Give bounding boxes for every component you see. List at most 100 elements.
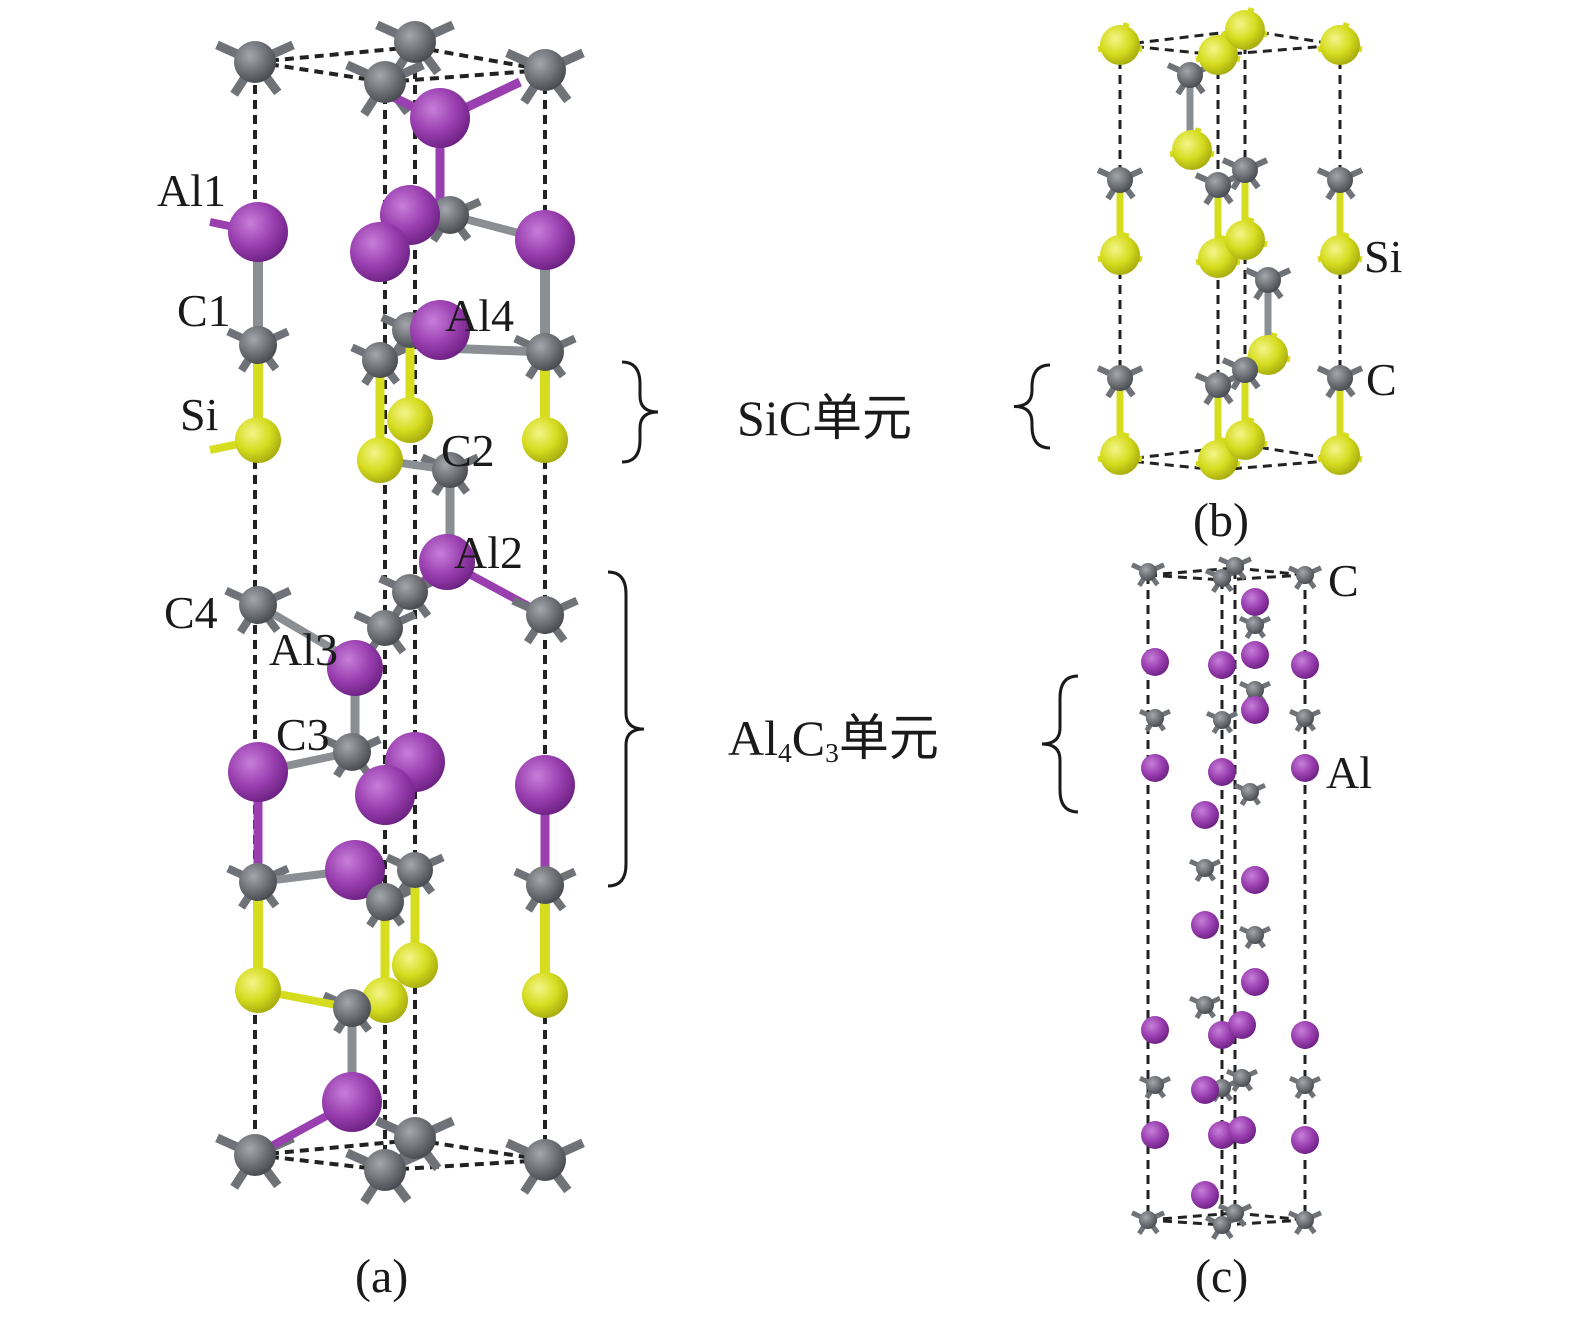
- c-atom: [364, 61, 406, 103]
- cell-edge: [1147, 573, 1223, 582]
- c-atom: [364, 1149, 406, 1191]
- label-c-b: C: [1366, 354, 1397, 405]
- al-atom: [1141, 754, 1169, 782]
- brace: [607, 570, 645, 888]
- al-atom: [1291, 651, 1319, 679]
- al-atom: [410, 300, 470, 360]
- al-atom: [1141, 1016, 1169, 1044]
- c-atom: [526, 596, 564, 634]
- label-al4c3-unit: Al4C3单元: [728, 710, 939, 768]
- cell-edge: [414, 45, 546, 72]
- cell-edge: [1119, 28, 1246, 47]
- brace: [621, 360, 659, 464]
- al-atom: [410, 88, 470, 148]
- c-atom: [1296, 566, 1314, 584]
- c-atom: [1226, 1204, 1244, 1222]
- al-atom: [1191, 801, 1219, 829]
- c-atom: [1146, 709, 1164, 727]
- c-atom: [239, 586, 277, 624]
- label-c1: C1: [177, 285, 231, 336]
- label-al3: Al3: [269, 624, 338, 675]
- al-atom: [1241, 696, 1269, 724]
- c-atom: [1327, 167, 1353, 193]
- label-c-c: C: [1328, 555, 1359, 606]
- label-c4: C4: [164, 587, 218, 638]
- si-atom: [235, 417, 281, 463]
- c-atom: [397, 852, 433, 888]
- al-atom: [515, 210, 575, 270]
- al-atom: [1191, 1076, 1219, 1104]
- c-atom: [1213, 711, 1231, 729]
- al-atom: [322, 1072, 382, 1132]
- al-atom: [355, 765, 415, 825]
- c-atom: [333, 989, 371, 1027]
- atoms: [228, 10, 1360, 1234]
- c-atom: [1139, 1211, 1157, 1229]
- al-atom: [327, 640, 383, 696]
- c-atom: [1233, 1069, 1251, 1087]
- al-atom: [515, 755, 575, 815]
- c-atom: [1139, 563, 1157, 581]
- brace: [1041, 674, 1079, 814]
- c-atom: [524, 49, 566, 91]
- si-atom: [1100, 25, 1140, 65]
- c-atom: [239, 863, 277, 901]
- al-atom: [1291, 1126, 1319, 1154]
- label-c2: C2: [441, 425, 495, 476]
- c-atom: [1196, 859, 1214, 877]
- c-atom: [239, 326, 277, 364]
- c-atom: [1232, 357, 1258, 383]
- al-atom: [1191, 911, 1219, 939]
- c-atom: [1205, 172, 1231, 198]
- c-atom: [1296, 1076, 1314, 1094]
- c-atom: [392, 574, 428, 610]
- si-atom: [522, 972, 568, 1018]
- c-atom: [526, 866, 564, 904]
- cell-edge: [1147, 1218, 1223, 1227]
- cell-edge: [1217, 458, 1341, 472]
- c-atom: [1196, 996, 1214, 1014]
- al-atom: [1241, 641, 1269, 669]
- si-atom: [1100, 235, 1140, 275]
- al-atom: [419, 534, 475, 590]
- si-atom: [1100, 435, 1140, 475]
- si-atom: [1172, 130, 1212, 170]
- c-atom: [1146, 1076, 1164, 1094]
- si-atom: [387, 397, 433, 443]
- caption-a: (a): [355, 1250, 409, 1303]
- c-atom: [1205, 372, 1231, 398]
- si-atom: [1320, 25, 1360, 65]
- c-atom: [524, 1139, 566, 1181]
- cell-edge: [1234, 566, 1306, 577]
- label-al2: Al2: [454, 527, 523, 578]
- cell-edge: [254, 1153, 386, 1172]
- c-atom: [1213, 1216, 1231, 1234]
- c-atom: [1107, 167, 1133, 193]
- si-atom: [1248, 335, 1288, 375]
- si-atom: [522, 417, 568, 463]
- c-atom: [362, 342, 398, 378]
- c-atom: [432, 452, 468, 488]
- cell-edge: [254, 60, 386, 84]
- si-atom: [357, 437, 403, 483]
- al-atom: [1208, 758, 1236, 786]
- c-atom: [333, 733, 371, 771]
- c-atom: [431, 196, 469, 234]
- c-atom: [1232, 157, 1258, 183]
- cell-edge: [384, 1158, 546, 1172]
- c-atom: [366, 883, 404, 921]
- c-atom: [1246, 616, 1264, 634]
- al-atom: [1208, 651, 1236, 679]
- al-atom: [1241, 866, 1269, 894]
- label-c3: C3: [276, 709, 330, 760]
- label-sic-unit: SiC单元: [737, 390, 913, 446]
- label-al4: Al4: [445, 290, 514, 341]
- c-atom: [1241, 783, 1259, 801]
- si-atom: [235, 967, 281, 1013]
- caption-c: (c): [1195, 1250, 1249, 1303]
- al-atom: [1228, 1116, 1256, 1144]
- si-atom: [1320, 235, 1360, 275]
- al-atom: [325, 840, 385, 900]
